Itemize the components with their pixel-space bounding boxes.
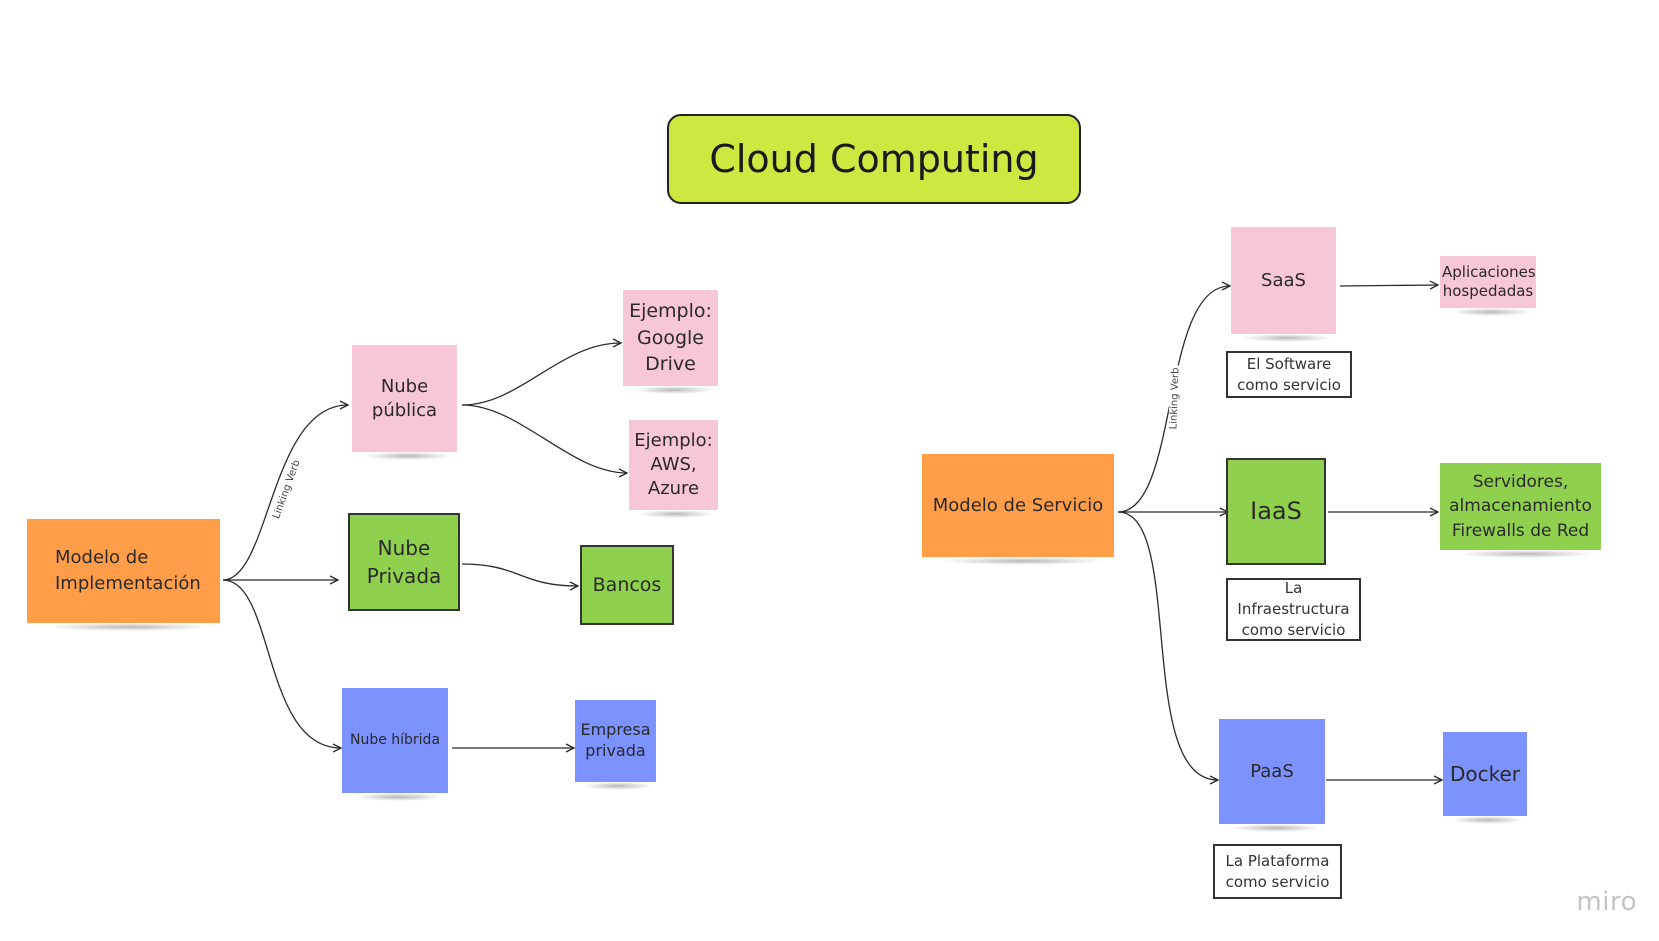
node-ejemplo-google-drive[interactable]: Ejemplo: Google Drive: [623, 290, 718, 394]
node-docker-text: Docker: [1449, 762, 1521, 786]
node-paas[interactable]: PaaS: [1219, 719, 1325, 832]
edge-implementacion-hibrida: [222, 579, 341, 748]
node-nube-hibrida-text: Nube híbrida: [349, 732, 441, 749]
node-modelo-servicio-text: Modelo de Servicio: [932, 494, 1104, 516]
node-docker[interactable]: Docker: [1443, 732, 1527, 824]
node-saas-text: SaaS: [1261, 269, 1306, 291]
node-iaas[interactable]: IaaS: [1226, 458, 1326, 565]
node-aplicaciones-hospedadas-text: Aplicaciones hospedadas: [1442, 262, 1536, 301]
node-iaas-text: IaaS: [1250, 496, 1302, 525]
connector-label-service: Linking Verb: [1168, 365, 1182, 432]
node-saas[interactable]: SaaS: [1231, 227, 1336, 342]
node-paas-text: PaaS: [1250, 760, 1294, 782]
node-iaas-descripcion-text: La Infraestructura como servicio: [1237, 579, 1350, 639]
node-nube-publica[interactable]: Nube pública: [352, 345, 457, 460]
node-servidores-firewalls[interactable]: Servidores, almacenamiento Firewalls de …: [1440, 463, 1601, 558]
node-ejemplo-aws-azure-text: Ejemplo: AWS, Azure: [634, 429, 713, 500]
edge-publica-google: [461, 343, 621, 406]
node-nube-hibrida[interactable]: Nube híbrida: [342, 688, 448, 801]
central-topic-text: Cloud Computing: [709, 137, 1039, 181]
node-bancos[interactable]: Bancos: [580, 545, 674, 625]
node-modelo-servicio[interactable]: Modelo de Servicio: [922, 454, 1114, 565]
edge-publica-aws: [461, 404, 627, 473]
node-modelo-implementacion-text: Modelo de Implementación: [55, 546, 201, 594]
node-ejemplo-google-drive-text: Ejemplo: Google Drive: [629, 300, 712, 376]
central-topic[interactable]: Cloud Computing: [667, 114, 1081, 204]
node-nube-publica-text: Nube pública: [371, 376, 438, 421]
node-empresa-privada[interactable]: Empresa privada: [575, 700, 656, 790]
node-saas-descripcion-text: El Software como servicio: [1237, 354, 1341, 394]
node-nube-privada-text: Nube Privada: [366, 536, 442, 588]
node-modelo-implementacion[interactable]: Modelo de Implementación: [27, 519, 220, 631]
connector-label-deployment: Linking Verb: [270, 456, 304, 523]
node-nube-privada[interactable]: Nube Privada: [348, 513, 460, 611]
node-saas-descripcion[interactable]: El Software como servicio: [1226, 351, 1352, 398]
node-bancos-text: Bancos: [592, 573, 662, 596]
node-iaas-descripcion[interactable]: La Infraestructura como servicio: [1226, 578, 1361, 641]
edge-saas-aplicaciones: [1339, 285, 1438, 286]
node-empresa-privada-text: Empresa privada: [580, 720, 651, 760]
miro-logo: miro: [1576, 887, 1637, 917]
node-paas-descripcion[interactable]: La Plataforma como servicio: [1213, 844, 1342, 899]
node-aplicaciones-hospedadas[interactable]: Aplicaciones hospedadas: [1440, 256, 1536, 316]
node-ejemplo-aws-azure[interactable]: Ejemplo: AWS, Azure: [629, 420, 718, 518]
node-paas-descripcion-text: La Plataforma como servicio: [1225, 851, 1330, 891]
edge-privada-bancos: [461, 563, 578, 586]
edge-servicio-paas: [1117, 511, 1218, 780]
node-servidores-firewalls-text: Servidores, almacenamiento Firewalls de …: [1449, 471, 1592, 541]
